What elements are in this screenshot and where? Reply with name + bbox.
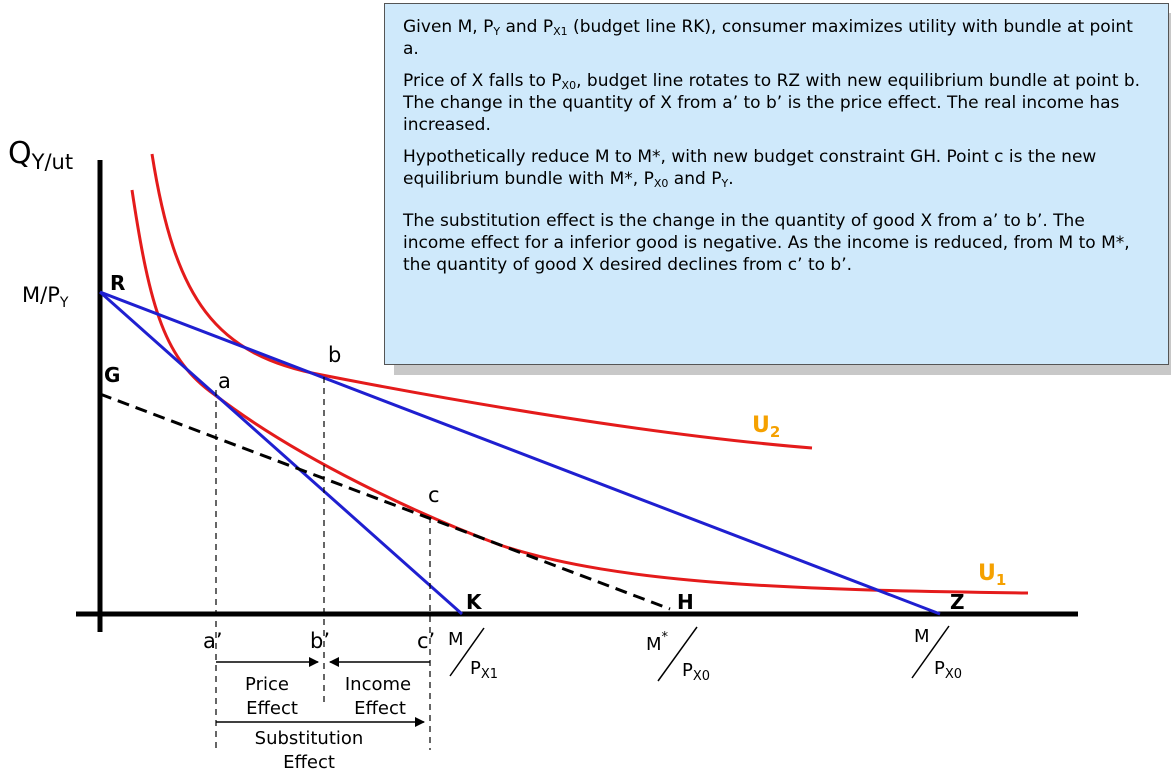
explanation-paragraph-4: The substitution effect is the change in…	[403, 211, 1130, 275]
income-effect-label-2: Effect	[354, 698, 406, 719]
budget-line-rk	[99, 290, 463, 616]
point-label-h: H	[677, 590, 694, 614]
svg-text:PX0: PX0	[682, 660, 710, 684]
fraction-m-over-px1: M PX1	[448, 627, 498, 682]
explanation-paragraph-1: Given M, PY and PX1 (budget line RK), co…	[403, 17, 1133, 59]
price-effect-label-2: Effect	[246, 698, 298, 719]
indifference-curve-u1	[130, 189, 1029, 595]
point-label-k: K	[466, 590, 483, 614]
svg-text:M: M	[914, 626, 930, 647]
point-label-a: a	[218, 369, 231, 393]
svg-text:M*: M*	[646, 630, 669, 655]
fraction-m-over-px0: M PX0	[911, 625, 962, 682]
svg-text:M: M	[448, 629, 464, 650]
point-label-z: Z	[950, 590, 965, 614]
svg-text:PX1: PX1	[470, 658, 498, 682]
income-effect-label-1: Income	[345, 674, 411, 695]
y-intercept-label: M/PY	[22, 283, 69, 311]
point-label-r: R	[110, 271, 125, 295]
explanation-text-box: Given M, PY and PX1 (budget line RK), co…	[384, 3, 1169, 365]
explanation-paragraph-2: Price of X falls to PX0, budget line rot…	[403, 71, 1141, 135]
point-label-g: G	[104, 363, 120, 387]
y-axis-label: QY/ut	[8, 136, 73, 174]
substitution-effect-label-1: Substitution	[255, 728, 364, 749]
point-label-c: c	[428, 483, 440, 507]
budget-line-rz	[99, 290, 941, 616]
budget-line-gh	[99, 392, 671, 611]
tick-label-c-prime: c’	[417, 629, 435, 653]
price-effect-label-1: Price	[245, 674, 289, 695]
substitution-effect-label-2: Effect	[283, 752, 335, 773]
point-label-b: b	[328, 343, 341, 367]
explanation-paragraph-3: Hypothetically reduce M to M*, with new …	[403, 147, 1097, 190]
fraction-mstar-over-px0: M* PX0	[646, 626, 710, 684]
svg-text:PX0: PX0	[934, 658, 962, 682]
tick-label-b-prime: b’	[310, 629, 330, 653]
indifference-curve-u2	[150, 153, 813, 450]
curve-label-u1: U1	[978, 561, 1006, 589]
curve-label-u2: U2	[752, 413, 780, 441]
tick-label-a-prime: a’	[203, 629, 223, 653]
